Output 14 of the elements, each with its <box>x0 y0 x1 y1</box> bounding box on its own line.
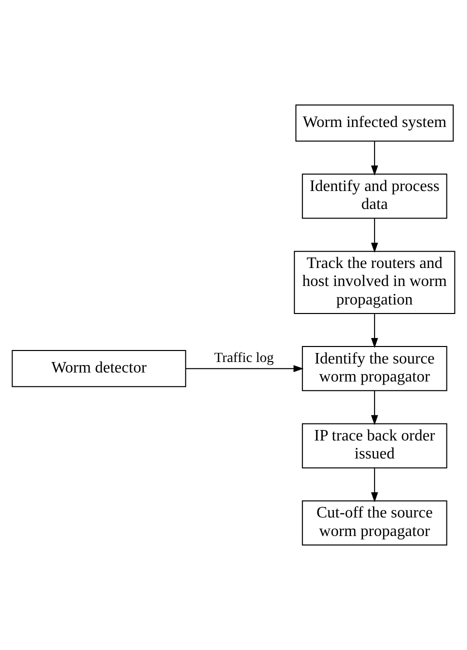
arrow <box>371 313 378 348</box>
node-box: Worm detector <box>12 350 186 388</box>
arrow <box>371 140 378 176</box>
arrow <box>371 468 378 502</box>
node-box: Identify the source worm propagator <box>302 346 448 392</box>
arrow <box>371 218 378 253</box>
node-box: Identify and process data <box>302 174 448 219</box>
arrow <box>185 365 304 372</box>
node-box: Cut-off the source worm propagator <box>302 500 448 546</box>
node-box: IP trace back order issued <box>302 423 448 468</box>
node-box: Worm infected system <box>295 104 454 142</box>
arrow <box>371 390 378 426</box>
edge-label: Traffic log <box>214 350 274 366</box>
node-box: Track the routers and host involved in worm propagation <box>294 250 456 314</box>
